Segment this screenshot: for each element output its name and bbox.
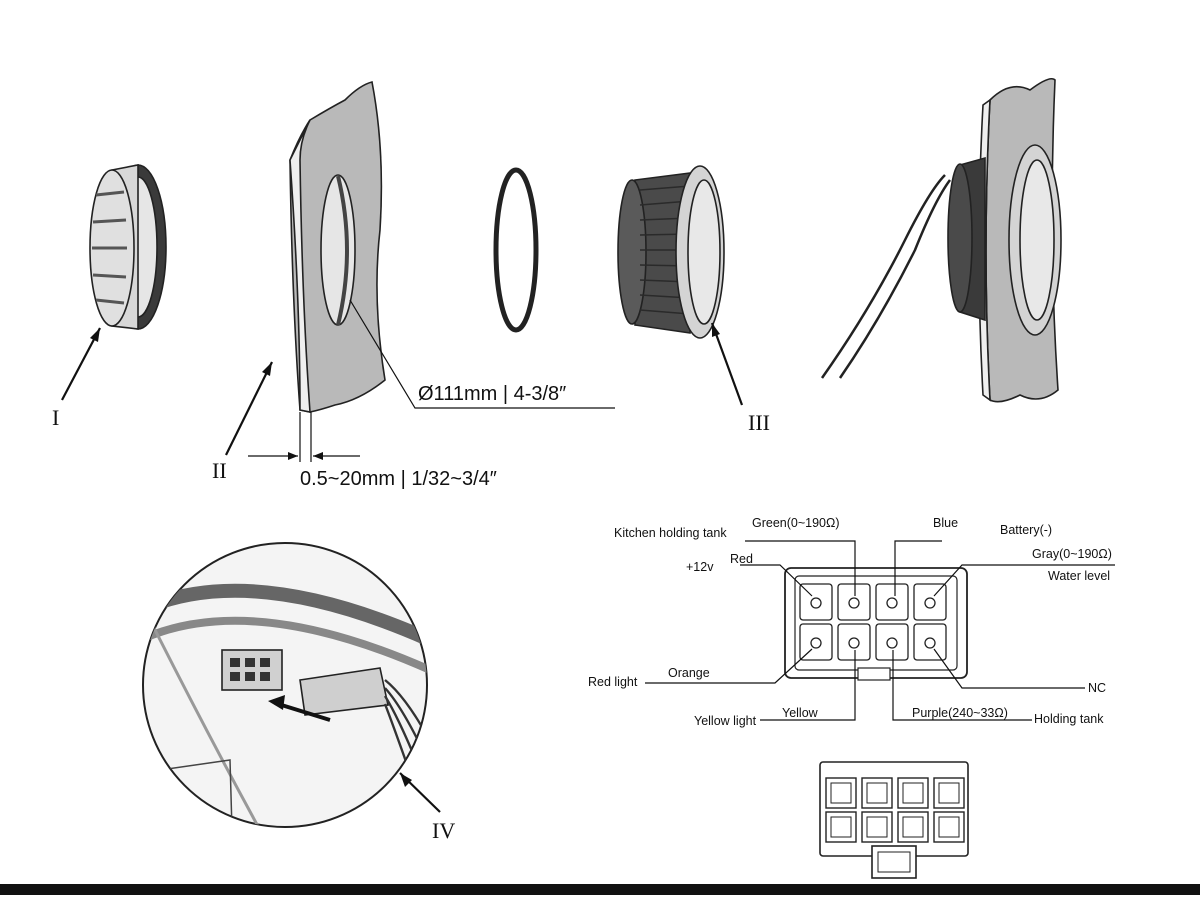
mounting-panel [289, 81, 386, 413]
wire-red-light: Red light [588, 675, 638, 689]
wire-yellow-light: Yellow light [694, 714, 757, 728]
wire-nc: NC [1088, 681, 1106, 695]
panel-thickness-label: 0.5~20mm | 1/32~3/4″ [300, 468, 497, 490]
wire-orange: Orange [668, 666, 710, 680]
wiring-diagram: Kitchen holding tank Green(0~190Ω) Blue … [588, 516, 1115, 728]
bottom-border [0, 884, 1200, 895]
hole-diameter-leader [349, 299, 615, 409]
hole-diameter-label: Ø111mm | 4-3/8″ [418, 383, 566, 405]
wire-holding-tank: Holding tank [1034, 712, 1104, 726]
label-part-4: IV [432, 818, 455, 843]
label-part-2: II [212, 458, 227, 483]
wire-water-level: Water level [1048, 569, 1110, 583]
wire-kitchen-holding-tank: Kitchen holding tank [614, 526, 727, 540]
label-part-1: I [52, 405, 59, 430]
panel-thickness-dimension [248, 412, 360, 462]
wire-gray: Gray(0~190Ω) [1032, 547, 1112, 561]
wire-battery-negative: Battery(-) [1000, 523, 1052, 537]
gauge-housing [617, 165, 725, 339]
wire-plus-12v: +12v [686, 560, 714, 574]
wire-blue: Blue [933, 516, 958, 530]
wire-red: Red [730, 552, 753, 566]
wire-green: Green(0~190Ω) [752, 516, 840, 530]
wire-purple: Purple(240~33Ω) [912, 706, 1008, 720]
assembled-gauge [820, 77, 1062, 403]
connector-detail [142, 542, 428, 828]
wire-leaders [645, 540, 1115, 721]
retaining-nut [89, 164, 167, 330]
o-ring [493, 167, 539, 333]
connector-plug [819, 761, 969, 879]
part-arrows [61, 322, 744, 813]
wire-yellow: Yellow [782, 706, 819, 720]
connector-pins [799, 583, 947, 661]
label-part-3: III [748, 410, 770, 435]
